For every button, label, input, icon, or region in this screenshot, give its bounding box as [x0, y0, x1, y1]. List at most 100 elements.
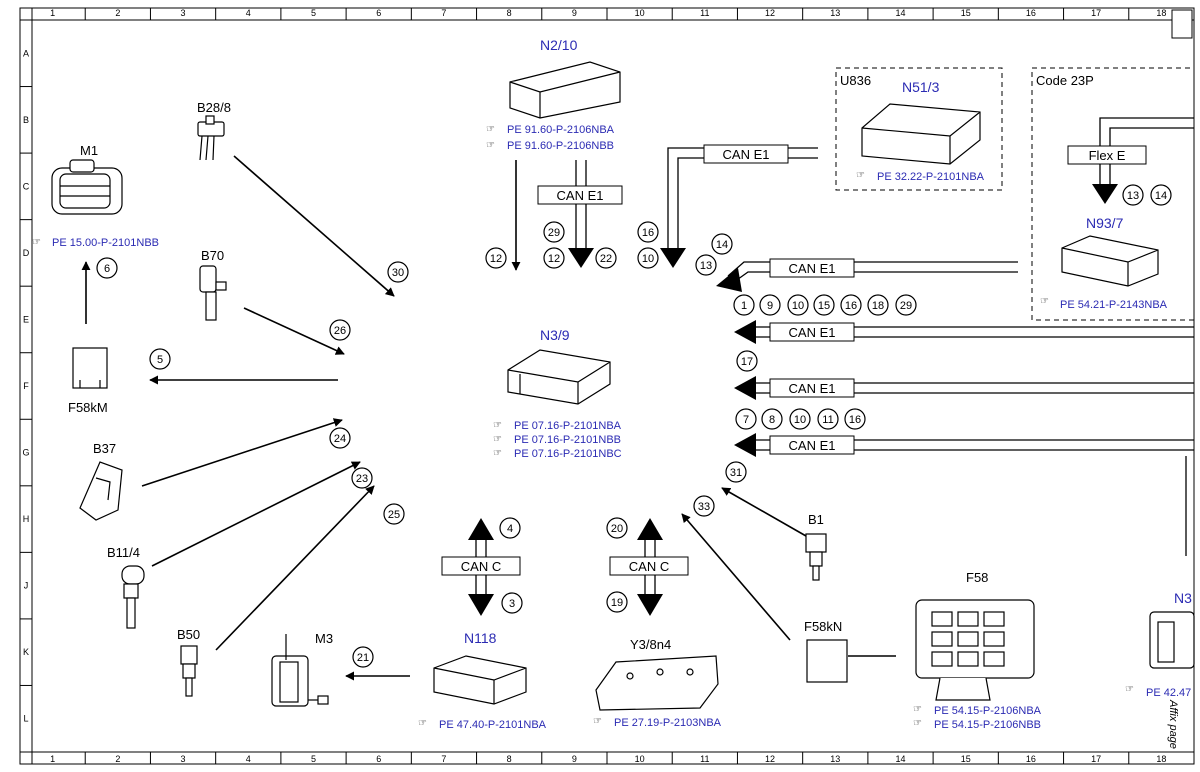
b70-sensor-icon [199, 265, 227, 321]
ref-m1[interactable]: PE 15.00-P-2101NBB [52, 237, 159, 249]
bus-label-13-14: CAN E1 [789, 261, 836, 276]
signal-number-n26: 26 [329, 319, 351, 341]
n513-label: N51/3 [902, 79, 940, 95]
svg-text:30: 30 [392, 267, 404, 279]
grid-row-label: K [23, 647, 29, 657]
svg-text:4: 4 [507, 523, 513, 535]
b70-label: B70 [201, 248, 224, 263]
grid-column-label: 18 [1156, 8, 1166, 18]
grid-row-label: B [23, 115, 29, 125]
y3-label: Y3/8n4 [630, 637, 671, 652]
svg-text:☞: ☞ [593, 716, 602, 727]
grid-row-label: E [23, 314, 29, 324]
ref-f58a[interactable]: PE 54.15-P-2106NBA [934, 705, 1042, 717]
signal-number-g15: 15 [813, 294, 835, 316]
signal-number-h7: 7 [735, 408, 757, 430]
b1-label: B1 [808, 512, 824, 527]
svg-text:26: 26 [334, 325, 346, 337]
ref-n210b[interactable]: PE 91.60-P-2106NBB [507, 140, 614, 152]
n118-module-icon [433, 655, 527, 705]
bus-label-boxes [441, 144, 1147, 576]
ref-f58b[interactable]: PE 54.15-P-2106NBB [934, 719, 1041, 731]
svg-text:☞: ☞ [856, 170, 865, 181]
ref-n39a[interactable]: PE 07.16-P-2101NBA [514, 420, 622, 432]
signal-number-g16: 16 [840, 294, 862, 316]
svg-text:18: 18 [872, 300, 884, 312]
ref-n3[interactable]: PE 42.47 [1146, 687, 1191, 699]
svg-text:6: 6 [104, 263, 110, 275]
signal-number-g29: 29 [895, 294, 917, 316]
svg-text:☞: ☞ [913, 718, 922, 729]
f58kn-relay-icon [806, 639, 848, 683]
svg-text:16: 16 [849, 414, 861, 426]
n39-label: N3/9 [540, 327, 570, 343]
signal-number-h8: 8 [761, 408, 783, 430]
svg-text:31: 31 [730, 467, 742, 479]
m1-starter-icon [51, 159, 123, 215]
ref-n513[interactable]: PE 32.22-P-2101NBA [877, 171, 985, 183]
y3-valve-body-icon [595, 655, 719, 711]
svg-text:11: 11 [822, 414, 833, 426]
ref-n118[interactable]: PE 47.40-P-2101NBA [439, 719, 547, 731]
ref-n39b[interactable]: PE 07.16-P-2101NBB [514, 434, 621, 446]
bus-label-7: CAN E1 [789, 438, 836, 453]
grid-column-label: 5 [311, 8, 316, 18]
f58kn-label: F58kN [804, 619, 842, 634]
signal-number-n13a: 13 [695, 254, 717, 276]
b28-sensor-icon [197, 115, 225, 161]
grid-column-label: 16 [1026, 754, 1036, 764]
signal-number-g18: 18 [867, 294, 889, 316]
grid-row-label: H [23, 514, 30, 524]
signal-number-h16: 16 [844, 408, 866, 430]
signal-number-n19: 19 [606, 591, 628, 613]
bus-label-n210: CAN E1 [557, 188, 604, 203]
bus-label-1: CAN E1 [789, 325, 836, 340]
signal-number-n29: 29 [543, 221, 565, 243]
grid-column-label: 17 [1091, 8, 1101, 18]
svg-text:5: 5 [157, 354, 163, 366]
signal-number-n22: 22 [595, 247, 617, 269]
svg-text:15: 15 [818, 300, 830, 312]
signal-number-g1: 1 [733, 294, 755, 316]
grid-column-label: 14 [895, 8, 905, 18]
svg-text:13: 13 [1127, 190, 1139, 202]
svg-text:25: 25 [388, 509, 400, 521]
ref-n937[interactable]: PE 54.21-P-2143NBA [1060, 299, 1168, 311]
svg-text:8: 8 [769, 414, 775, 426]
ref-y3[interactable]: PE 27.19-P-2103NBA [614, 717, 722, 729]
n937-label: N93/7 [1086, 215, 1124, 231]
signal-arrows [81, 155, 896, 681]
n937-module-icon [1061, 235, 1159, 287]
grid-column-label: 3 [181, 754, 186, 764]
grid-column-label: 12 [765, 754, 775, 764]
signal-number-n12a: 12 [485, 247, 507, 269]
signal-number-n12b: 12 [543, 247, 565, 269]
grid-column-label: 6 [376, 8, 381, 18]
grid-column-label: 17 [1091, 754, 1101, 764]
n39-ecu-icon [507, 349, 611, 405]
svg-text:☞: ☞ [32, 237, 41, 248]
svg-text:☞: ☞ [1125, 684, 1134, 695]
grid-row-label: A [23, 48, 29, 58]
grid-column-label: 7 [441, 8, 446, 18]
ref-n210a[interactable]: PE 91.60-P-2106NBA [507, 124, 615, 136]
u836-label: U836 [840, 73, 871, 88]
grid-column-label: 15 [961, 8, 971, 18]
svg-text:☞: ☞ [486, 140, 495, 151]
svg-text:22: 22 [600, 253, 612, 265]
svg-text:10: 10 [642, 253, 654, 265]
signal-number-n14b: 14 [1150, 184, 1172, 206]
bus-label-flex: Flex E [1089, 148, 1126, 163]
b50-sensor-icon [180, 645, 198, 697]
grid-column-label: 13 [830, 754, 840, 764]
signal-number-n24: 24 [329, 427, 351, 449]
bus-arrowheads [468, 184, 1118, 616]
signal-number-n30: 30 [387, 261, 409, 283]
grid-column-label: 1 [50, 754, 55, 764]
svg-text:20: 20 [611, 523, 623, 535]
grid-column-label: 2 [115, 754, 120, 764]
svg-text:3: 3 [509, 598, 515, 610]
svg-text:12: 12 [490, 253, 502, 265]
ref-n39c[interactable]: PE 07.16-P-2101NBC [514, 448, 622, 460]
